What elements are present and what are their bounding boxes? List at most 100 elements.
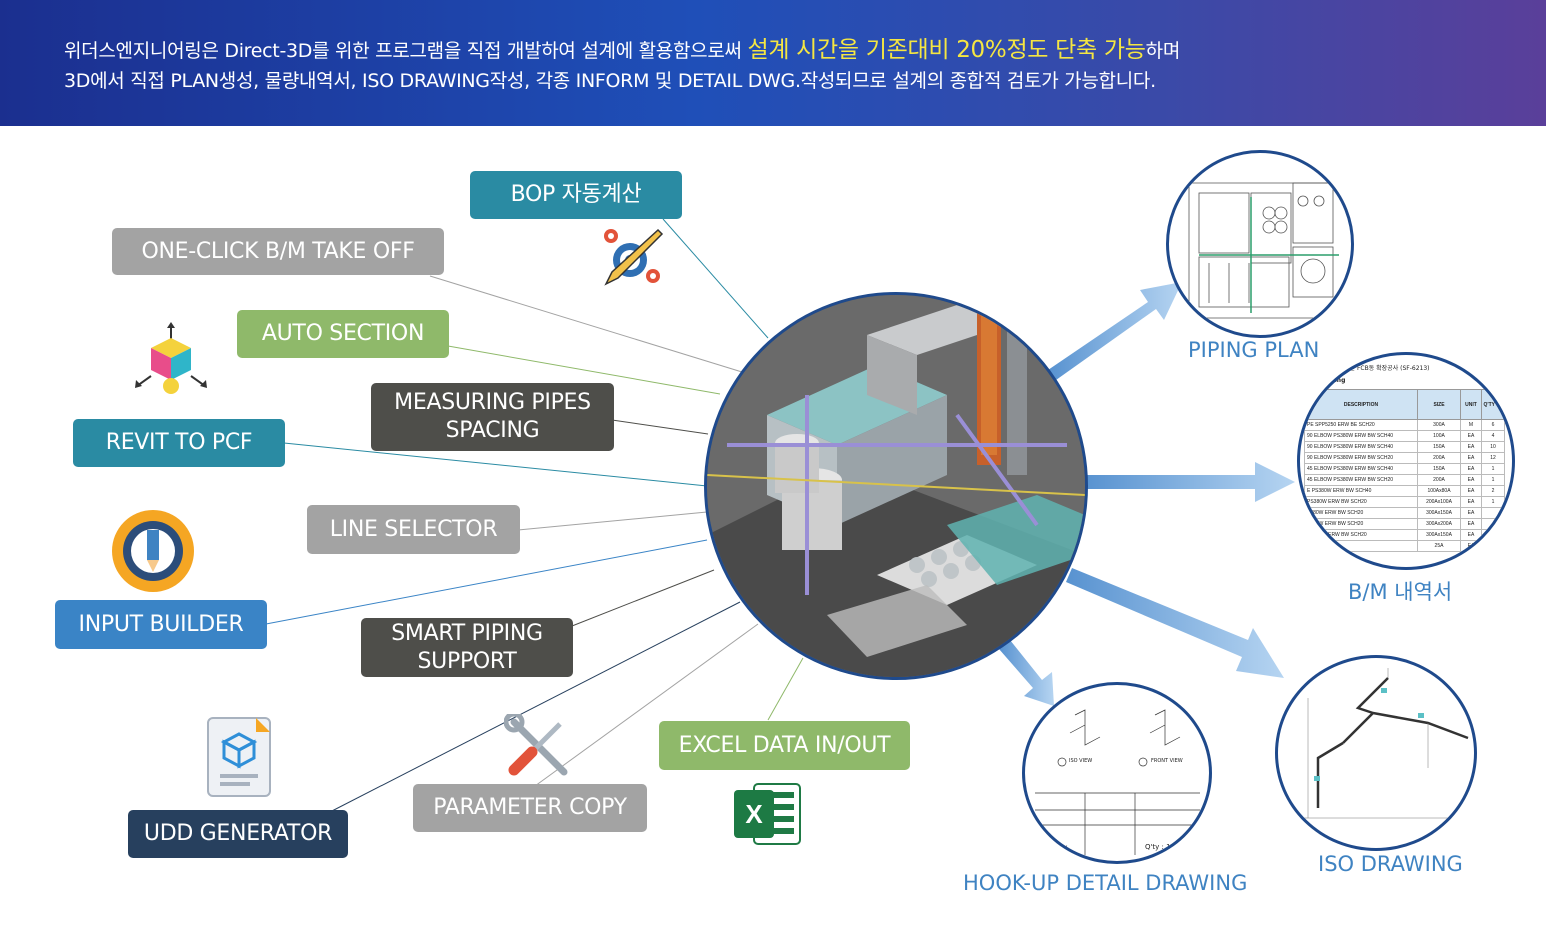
tag-bm-takeoff: ONE-CLICK B/M TAKE OFF bbox=[112, 228, 444, 275]
connector-auto-section bbox=[447, 345, 721, 395]
bm-table-cell: EA bbox=[1460, 507, 1482, 519]
plant-3d-illustration bbox=[707, 295, 1085, 677]
bm-table-cell: EA bbox=[1460, 430, 1482, 442]
bm-table-cell: 100A bbox=[1417, 430, 1461, 442]
tag-measuring-pipes: MEASURING PIPES SPACING bbox=[371, 383, 614, 451]
connector-bop bbox=[662, 218, 769, 339]
piping-plan-drawing bbox=[1166, 150, 1354, 338]
document-cube-icon bbox=[207, 717, 271, 797]
plant-3d-model-image bbox=[704, 292, 1088, 680]
bm-table-cell: 300Ax150A bbox=[1417, 529, 1461, 541]
bm-table-cell: 200A bbox=[1417, 452, 1461, 464]
bm-table-cell: 6 bbox=[1481, 419, 1505, 431]
iso-drawing bbox=[1275, 655, 1477, 851]
bm-table-cell: EA bbox=[1460, 485, 1482, 497]
hookup-dwg-no: HS-4XX bbox=[1045, 845, 1068, 852]
tag-revit-to-pcf: REVIT TO PCF bbox=[73, 419, 285, 467]
bm-table-cell bbox=[1481, 540, 1505, 552]
header-banner: 위더스엔지니어링은 Direct-3D를 위한 프로그램을 직접 개발하여 설계… bbox=[0, 0, 1546, 126]
3d-cube-icon bbox=[135, 322, 207, 394]
gear-pencil-icon bbox=[604, 228, 664, 286]
bm-table-cell: 100Ax80A bbox=[1417, 485, 1461, 497]
bm-table-cell: EA bbox=[1460, 463, 1482, 475]
hookup-qty: Q'ty : 1Set bbox=[1145, 843, 1183, 851]
bm-table-cell: 1 bbox=[1481, 496, 1505, 508]
bm-table-cell bbox=[1481, 518, 1505, 530]
arrow-to-iso-drawing bbox=[1066, 568, 1284, 678]
bm-table-cell: 90 ELBOW PS380W ERW BW SCH20 bbox=[1304, 452, 1418, 464]
connector-udd bbox=[329, 601, 741, 813]
bm-table-cell bbox=[1481, 529, 1505, 541]
bm-table-cell: 90 ELBOW PS380W ERW BW SCH40 bbox=[1304, 441, 1418, 453]
arrow-to-piping-plan bbox=[1048, 282, 1182, 380]
bm-table-cell: 300Ax150A bbox=[1417, 507, 1461, 519]
bm-table-cell: 10 bbox=[1481, 441, 1505, 453]
tag-line-selector: LINE SELECTOR bbox=[307, 505, 520, 554]
settings-pencil-icon bbox=[112, 510, 194, 592]
banner-highlight: 설계 시간을 기존대비 20%정도 단축 가능 bbox=[747, 37, 1146, 63]
label-piping-plan: PIPING PLAN bbox=[1188, 338, 1320, 362]
arrow-to-hookup bbox=[999, 640, 1054, 706]
bm-table-header-cell: UNIT bbox=[1460, 389, 1482, 420]
hookup-iso-view: ISO VIEW bbox=[1069, 758, 1093, 764]
bm-table-cell: 200A bbox=[1417, 474, 1461, 486]
arrow-to-bm-list bbox=[1085, 462, 1295, 502]
bm-table-cell: 1 bbox=[1481, 463, 1505, 475]
bm-table-cell: 300A bbox=[1417, 419, 1461, 431]
connector-measuring bbox=[611, 419, 709, 435]
bm-table-cell: EA bbox=[1460, 496, 1482, 508]
connector-bm-takeoff bbox=[429, 275, 743, 373]
bm-table-cell: 2 bbox=[1481, 485, 1505, 497]
bm-table-cell: 12 bbox=[1481, 452, 1505, 464]
connector-revit bbox=[283, 442, 708, 487]
bm-table-cell: 150A bbox=[1417, 441, 1461, 453]
label-bm-list: B/M 내역서 bbox=[1348, 580, 1453, 604]
tag-bop-calc: BOP 자동계산 bbox=[470, 171, 682, 219]
bm-table-cell bbox=[1481, 507, 1505, 519]
bm-table-cell: SW SCH80 bbox=[1304, 540, 1418, 552]
tag-udd-generator: UDD GENERATOR bbox=[128, 810, 348, 858]
bm-table-cell: EA bbox=[1460, 540, 1482, 552]
connector-excel bbox=[767, 657, 804, 721]
label-hookup: HOOK-UP DETAIL DRAWING bbox=[963, 871, 1248, 895]
bm-table-cell: 90 ELBOW PS380W ERW BW SCH40 bbox=[1304, 430, 1418, 442]
bm-table-cell: PS380W ERW BW SCH20 bbox=[1304, 529, 1418, 541]
bm-table-cell: 1 bbox=[1481, 474, 1505, 486]
bm-table-cell: 25A bbox=[1417, 540, 1461, 552]
bm-table-header-cell: DESCRIPTION bbox=[1304, 389, 1418, 420]
tag-smart-piping-support: SMART PIPING SUPPORT bbox=[361, 618, 573, 677]
bm-table-cell: 150A bbox=[1417, 463, 1461, 475]
bm-table-cell: EA bbox=[1460, 529, 1482, 541]
connector-smart-support bbox=[571, 569, 715, 627]
connector-input-builder bbox=[265, 539, 708, 625]
tools-wrench-screwdriver-icon bbox=[504, 714, 568, 776]
hookup-front-view: FRONT VIEW bbox=[1151, 758, 1183, 764]
bm-table-cell: 4 bbox=[1481, 430, 1505, 442]
bm-table-cell: E PS380W ERW BW SCH40 bbox=[1304, 485, 1418, 497]
bm-table-cell: PS380W ERW BW SCH20 bbox=[1304, 496, 1418, 508]
bm-table-cell: PE SPP5250 ERW BE SCH20 bbox=[1304, 419, 1418, 431]
bm-table-cell: EA bbox=[1460, 452, 1482, 464]
piping-plan-illustration bbox=[1188, 182, 1339, 319]
bm-table-header-cell: SIZE bbox=[1417, 389, 1461, 420]
bm-table-cell: M bbox=[1460, 419, 1482, 431]
banner-line-1: 위더스엔지니어링은 Direct-3D를 위한 프로그램을 직접 개발하여 설계… bbox=[64, 30, 1180, 64]
hookup-illustration bbox=[1035, 709, 1200, 855]
label-iso-drawing: ISO DRAWING bbox=[1318, 852, 1463, 876]
bm-table-title: 두산 FCB동 확장공사 (SF-6213) bbox=[1344, 365, 1430, 372]
bm-table-cell: 45 ELBOW PS380W ERW BW SCH20 bbox=[1304, 474, 1418, 486]
banner-line-2: 3D에서 직접 PLAN생성, 물량내역서, ISO DRAWING작성, 각종… bbox=[64, 70, 1156, 92]
bm-table-cell: 300Ax200A bbox=[1417, 518, 1461, 530]
